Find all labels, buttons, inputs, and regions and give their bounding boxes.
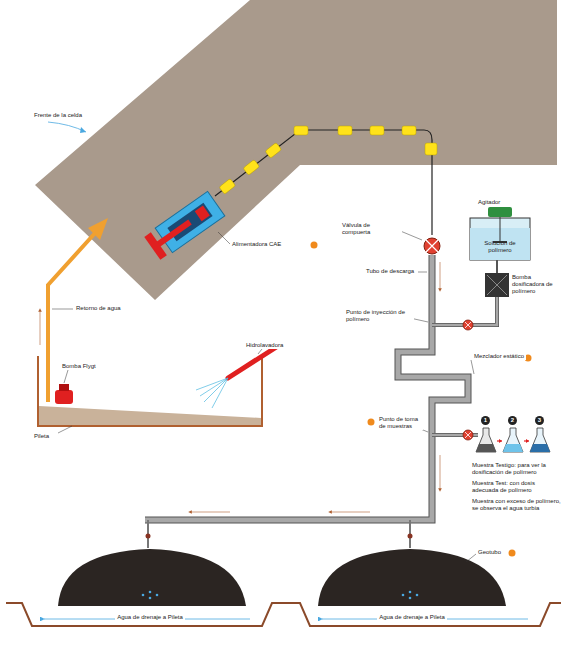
leader-line bbox=[48, 122, 86, 132]
part-label: Pileta bbox=[34, 433, 49, 440]
flow-label: Retorno de agua bbox=[74, 305, 123, 312]
leader-line bbox=[418, 272, 427, 273]
note-text: Muestra Testigo: para ver la dosificació… bbox=[472, 462, 562, 476]
geotubes bbox=[58, 549, 506, 606]
part-label: Agitador bbox=[478, 199, 500, 206]
callout-number: 3 bbox=[535, 416, 544, 425]
flow-label: Agua de drenaje a Pileta bbox=[377, 614, 447, 621]
pipe bbox=[145, 255, 468, 520]
part-label: Hidrolavadora bbox=[244, 342, 285, 349]
pressure-washer bbox=[196, 346, 278, 408]
part-label: Válvula de compuerta bbox=[340, 222, 402, 236]
part-label: Punto de toma de muestras bbox=[377, 416, 423, 430]
floats bbox=[219, 126, 437, 194]
dredge bbox=[144, 191, 225, 260]
trench-profile bbox=[6, 603, 561, 626]
leader-line bbox=[58, 426, 72, 433]
part-label: Tubo de descarga bbox=[364, 268, 416, 275]
part-label: Punto de inyección de polímero bbox=[344, 309, 414, 323]
pipe-outline bbox=[145, 255, 468, 520]
return-arrow bbox=[48, 232, 96, 402]
pool bbox=[38, 356, 262, 426]
leader-line bbox=[258, 349, 262, 354]
region-label: Frente de la celda bbox=[34, 112, 82, 119]
cell-band bbox=[35, 0, 557, 300]
part-label: Bomba dosificadora de polímero bbox=[510, 274, 564, 296]
part-label: Mezclador estático bbox=[472, 353, 526, 360]
leader-line bbox=[471, 360, 474, 374]
sample-flasks bbox=[476, 428, 550, 452]
flow-label: Agua de drenaje a Pileta bbox=[115, 614, 185, 621]
part-label: Alimentadora CAE bbox=[232, 241, 281, 248]
leader-line bbox=[218, 232, 230, 244]
feed-hose bbox=[215, 130, 432, 235]
callout-number: 2 bbox=[508, 416, 517, 425]
gate-valve bbox=[424, 238, 440, 254]
note-text: Muestra con exceso de polímero, se obser… bbox=[472, 498, 562, 512]
part-label: Geotubo bbox=[478, 549, 501, 556]
callout-number: 1 bbox=[481, 416, 490, 425]
note-text: Muestra Test: con dosis adecuada de polí… bbox=[472, 480, 562, 494]
leader-line bbox=[466, 554, 476, 562]
part-label: Solución de polímero bbox=[472, 240, 528, 254]
part-label: Bomba Flygt bbox=[60, 363, 98, 370]
leader-line bbox=[64, 370, 68, 383]
leader-line bbox=[52, 309, 73, 310]
